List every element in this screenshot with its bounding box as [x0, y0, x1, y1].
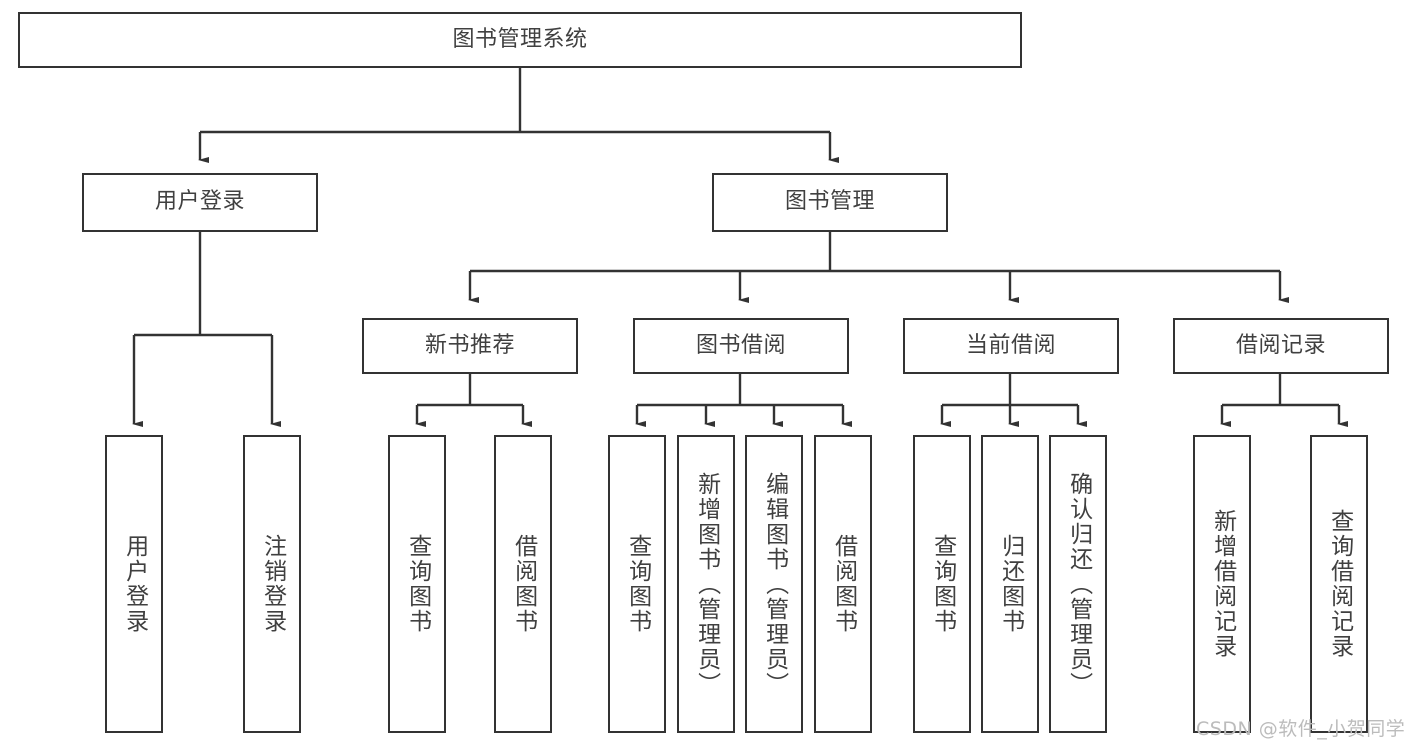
node-borrow-records-label: 借阅记录 — [1235, 332, 1326, 358]
leaf-label: 归还图书 — [997, 534, 1024, 634]
leaf-label: 查询借阅记录 — [1326, 509, 1353, 659]
leaf-book-borrow-borrow[interactable]: 借阅图书 — [814, 435, 872, 733]
node-root[interactable]: 图书管理系统 — [18, 12, 1022, 68]
leaf-label: 查询图书 — [624, 534, 651, 634]
leaf-label: 用户登录 — [121, 534, 148, 634]
node-book-management[interactable]: 图书管理 — [712, 173, 948, 232]
node-user-login-label: 用户登录 — [154, 189, 245, 215]
leaf-label: 注销登录 — [259, 534, 286, 634]
leaf-book-borrow-edit[interactable]: 编辑图书（管理员） — [745, 435, 803, 733]
node-borrow-records[interactable]: 借阅记录 — [1173, 318, 1389, 374]
leaf-label: 新增借阅记录 — [1209, 509, 1236, 659]
leaf-label: 查询图书 — [404, 534, 431, 634]
node-book-borrow[interactable]: 图书借阅 — [633, 318, 849, 374]
csdn-watermark: CSDN @软件_小贺同学 — [1196, 718, 1405, 740]
leaf-label: 借阅图书 — [830, 534, 857, 634]
leaf-current-borrow-return[interactable]: 归还图书 — [981, 435, 1039, 733]
leaf-current-borrow-query[interactable]: 查询图书 — [913, 435, 971, 733]
node-new-book-recommend-label: 新书推荐 — [424, 332, 515, 358]
node-current-borrow[interactable]: 当前借阅 — [903, 318, 1119, 374]
leaf-label: 确认归还（管理员） — [1065, 471, 1092, 697]
leaf-label: 查询图书 — [929, 534, 956, 634]
leaf-new-books-query[interactable]: 查询图书 — [388, 435, 446, 733]
leaf-user-login-signout[interactable]: 注销登录 — [243, 435, 301, 733]
node-new-book-recommend[interactable]: 新书推荐 — [362, 318, 578, 374]
node-root-label: 图书管理系统 — [452, 26, 588, 52]
leaf-label: 借阅图书 — [510, 534, 537, 634]
leaf-label: 编辑图书（管理员） — [761, 471, 788, 697]
leaf-borrow-records-query[interactable]: 查询借阅记录 — [1310, 435, 1368, 733]
node-user-login[interactable]: 用户登录 — [82, 173, 318, 232]
leaf-borrow-records-add[interactable]: 新增借阅记录 — [1193, 435, 1251, 733]
node-book-borrow-label: 图书借阅 — [695, 332, 786, 358]
leaf-user-login-signin[interactable]: 用户登录 — [105, 435, 163, 733]
node-book-management-label: 图书管理 — [784, 189, 875, 215]
node-current-borrow-label: 当前借阅 — [965, 332, 1056, 358]
leaf-current-borrow-confirm[interactable]: 确认归还（管理员） — [1049, 435, 1107, 733]
leaf-new-books-borrow[interactable]: 借阅图书 — [494, 435, 552, 733]
leaf-label: 新增图书（管理员） — [693, 471, 720, 697]
leaf-book-borrow-add[interactable]: 新增图书（管理员） — [677, 435, 735, 733]
leaf-book-borrow-query[interactable]: 查询图书 — [608, 435, 666, 733]
